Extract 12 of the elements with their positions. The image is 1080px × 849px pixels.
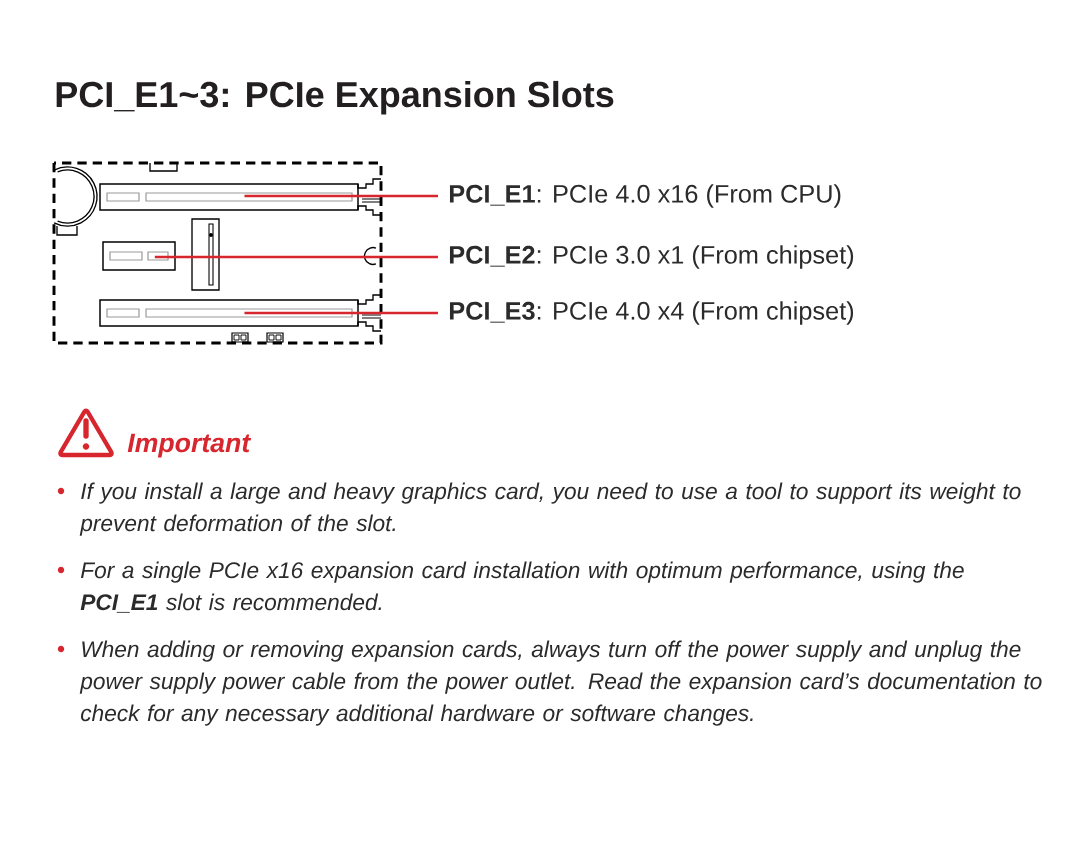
expansion-slot bbox=[99, 294, 382, 332]
title: PCI_E1~3: PCIe Expansion Slots bbox=[56, 80, 614, 115]
expansion-slot bbox=[99, 178, 382, 216]
expansion-slot bbox=[102, 241, 176, 271]
note-text: When adding or removing expansion cards, always turn off the power supply and unplug the power supply power cable from the power outlet. Read the expansion card’s documentation to check for any necessary additional hardware or software changes. bbox=[79, 640, 1042, 726]
note-text: For a single PCIe x16 expansion card installation with optimum performance, using the PCI_E1 slot is recommended. bbox=[80, 561, 964, 613]
slot-label: PCI_E2: PCIe 3.0 x1 (From chipset) bbox=[449, 245, 854, 269]
leader-line bbox=[154, 255, 438, 259]
heading: Important bbox=[127, 433, 252, 458]
slot-label: PCI_E1: PCIe 4.0 x16 (From CPU) bbox=[449, 184, 841, 208]
slot-label: PCI_E3: PCIe 4.0 x4 (From chipset) bbox=[449, 301, 854, 325]
note-text: If you install a large and heavy graphics card, you need to use a tool to support its weight to prevent deformation of the slot. bbox=[79, 482, 1021, 536]
